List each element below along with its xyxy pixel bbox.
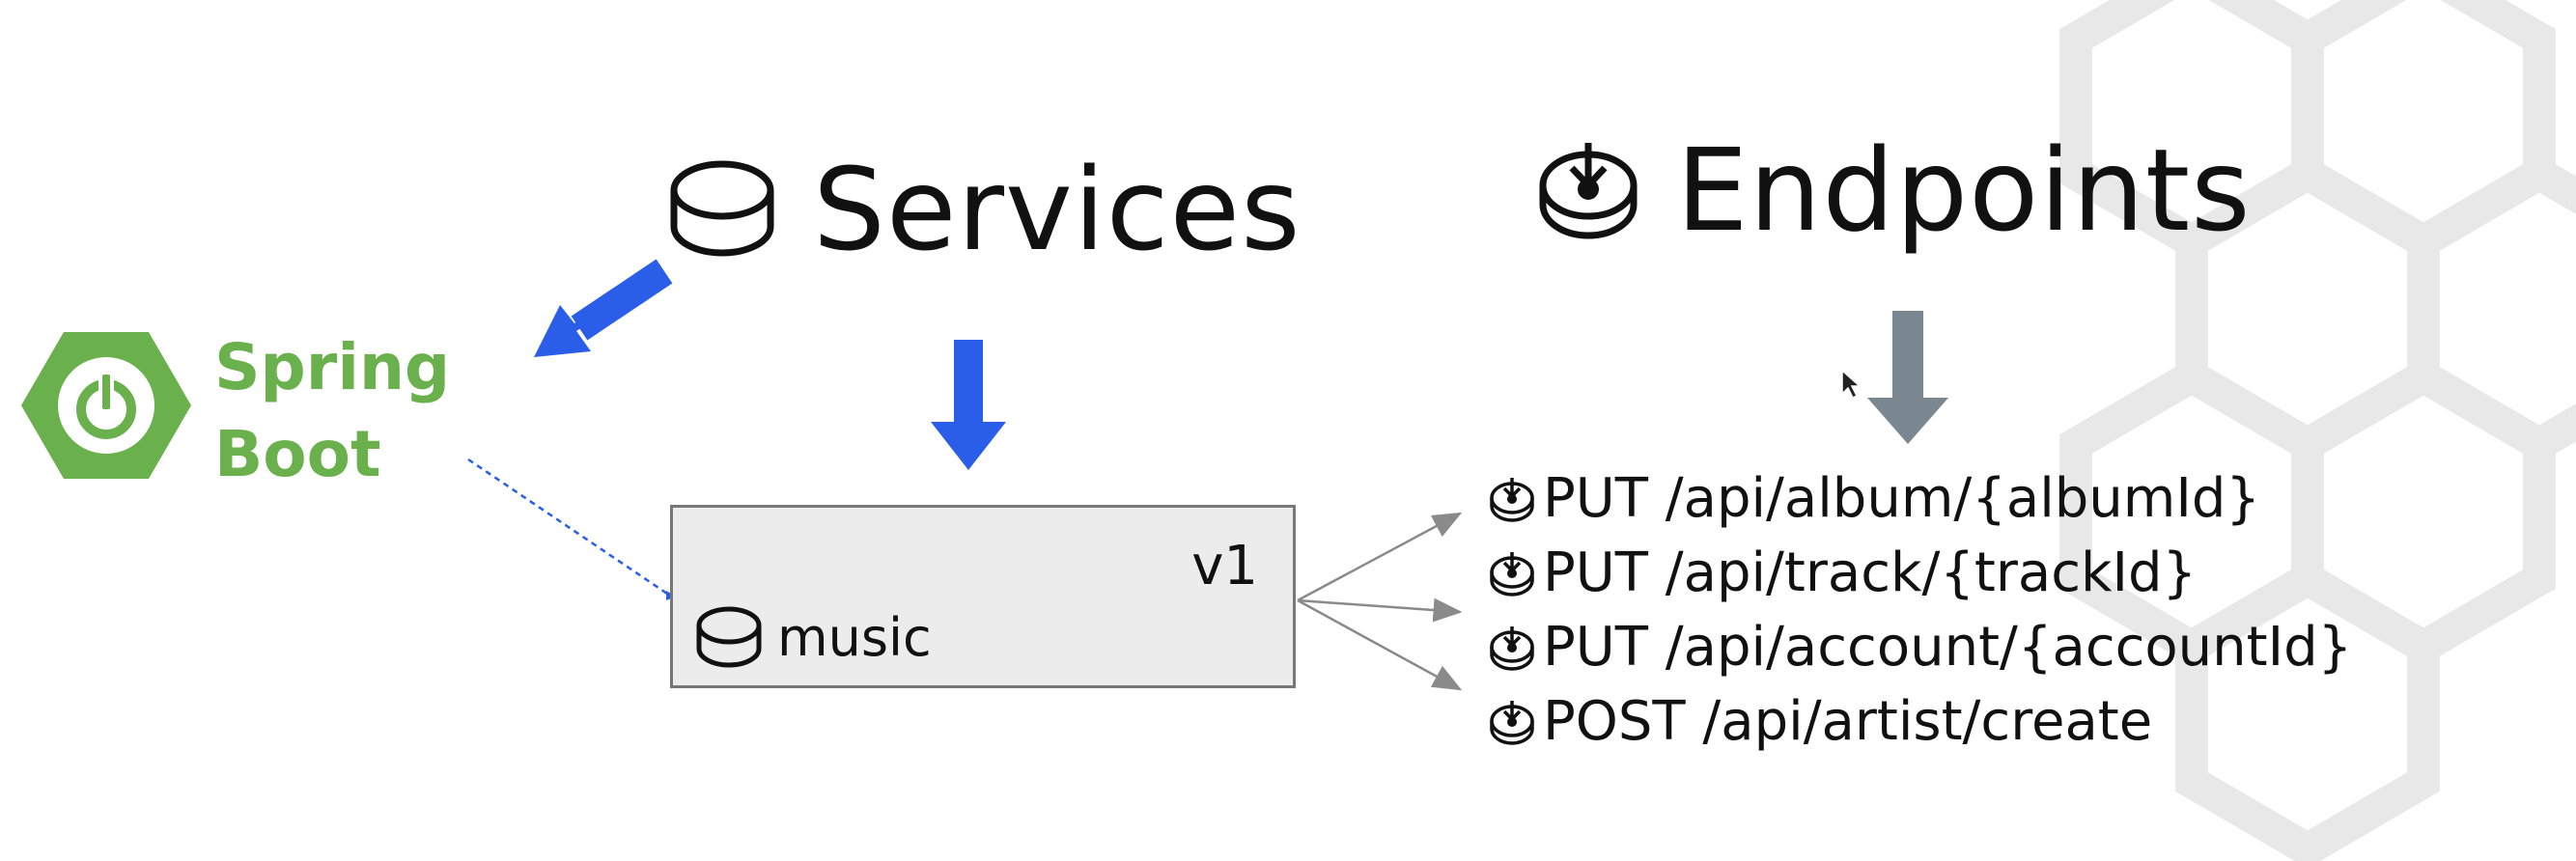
endpoint-label: POST /api/artist/create: [1543, 690, 2153, 753]
endpoint-icon: [1487, 697, 1537, 747]
endpoint-label: PUT /api/account/{accountId}: [1543, 616, 2353, 679]
database-icon: [666, 157, 778, 262]
mouse-cursor-icon: [1841, 369, 1862, 400]
service-name-row: music: [694, 604, 932, 670]
endpoint-icon: [1487, 474, 1537, 524]
endpoint-icon: [1535, 137, 1641, 243]
spring-boot-line2: Boot: [214, 417, 381, 491]
endpoint-item: PUT /api/track/{trackId}: [1487, 536, 2352, 610]
endpoint-icon: [1487, 623, 1537, 673]
box-to-endpoints-links: [1297, 512, 1463, 691]
service-version-label: v1: [1191, 535, 1258, 597]
spring-boot-logo: [21, 332, 191, 479]
endpoint-item: PUT /api/account/{accountId}: [1487, 610, 2352, 684]
endpoints-title: Endpoints: [1676, 124, 2252, 257]
endpoint-item: PUT /api/album/{albumId}: [1487, 461, 2352, 536]
endpoint-icon: [1487, 548, 1537, 598]
endpoints-heading: Endpoints: [1535, 124, 2252, 257]
services-title: Services: [813, 143, 1302, 276]
spring-boot-dashed-link: [467, 458, 671, 597]
database-icon: [694, 604, 764, 670]
spring-boot-line1: Spring: [214, 330, 451, 404]
endpoint-item: POST /api/artist/create: [1487, 684, 2352, 759]
endpoint-list: PUT /api/album/{albumId} PUT /api/track/…: [1487, 461, 2352, 759]
endpoint-label: PUT /api/track/{trackId}: [1543, 542, 2198, 604]
endpoint-label: PUT /api/album/{albumId}: [1543, 467, 2261, 530]
arrow-services-to-spring-shaft: [571, 259, 673, 341]
arrow-down-to-endpoints: [1867, 311, 1948, 444]
services-heading: Services: [666, 143, 1302, 276]
service-box: v1 music: [670, 505, 1296, 688]
spring-boot-label: Spring Boot: [214, 324, 450, 498]
arrow-down-to-service-box: [931, 340, 1006, 470]
service-name: music: [777, 606, 932, 668]
